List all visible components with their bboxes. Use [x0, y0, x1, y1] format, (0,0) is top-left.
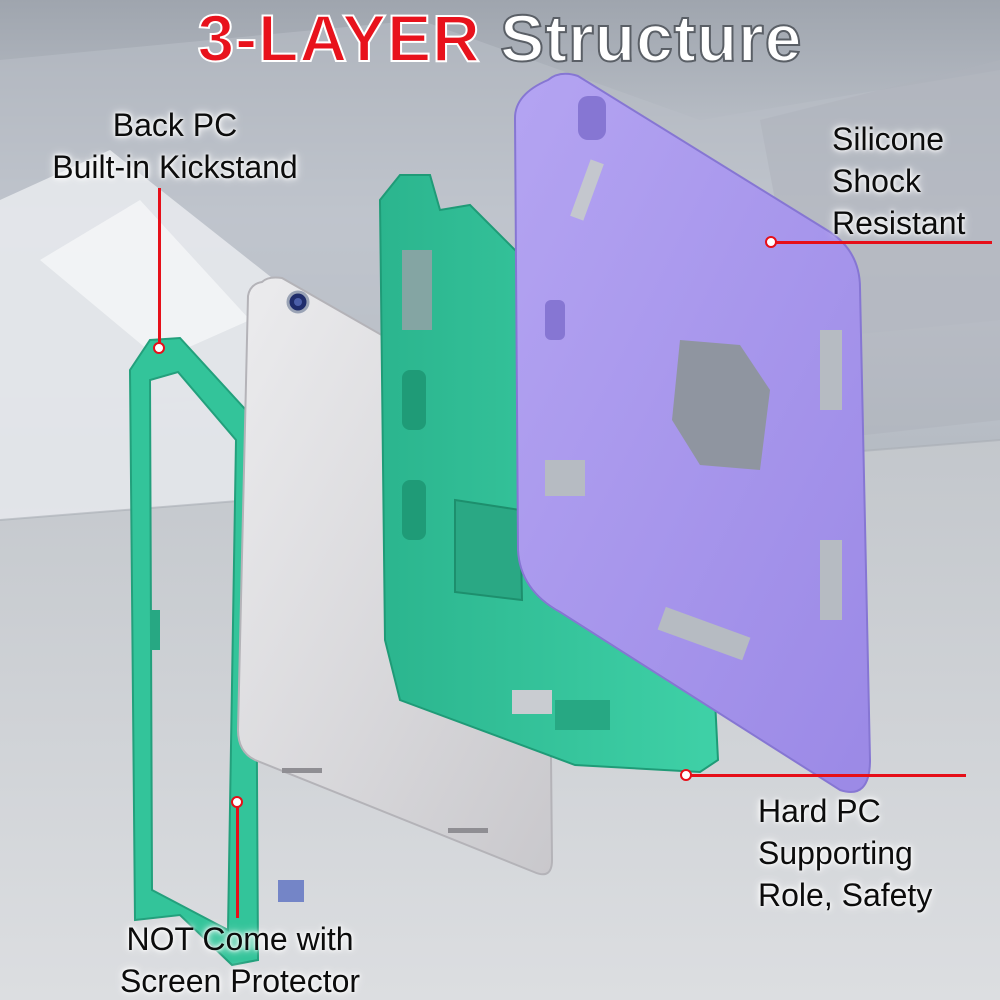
callout-line: Screen Protector	[119, 963, 361, 999]
callout-hard-pc: Hard PC Supporting Role, Safety	[758, 790, 998, 916]
page-title: 3-LAYER Structure	[0, 1, 1000, 75]
callout-line: NOT Come with	[126, 921, 354, 957]
callout-leader-line	[690, 774, 966, 777]
callout-line: Shock	[832, 163, 921, 199]
callout-dot	[153, 342, 165, 354]
callout-dot	[231, 796, 243, 808]
callout-line: Built-in Kickstand	[52, 149, 298, 185]
callout-leader-line	[776, 241, 992, 244]
green-frame-layer	[128, 336, 304, 967]
purple-silicone-layer	[513, 72, 872, 793]
callout-line: Silicone	[832, 121, 945, 157]
title-red-part: 3-LAYER	[196, 1, 481, 75]
callout-line: Back PC	[112, 107, 238, 143]
callout-dot	[765, 236, 777, 248]
callout-line: Hard PC	[758, 793, 881, 829]
callout-silicone: Silicone Shock Resistant	[832, 118, 1000, 244]
callout-line: Role, Safety	[758, 877, 933, 913]
callout-back-pc: Back PC Built-in Kickstand	[10, 104, 340, 188]
callout-no-screen-protector: NOT Come with Screen Protector	[60, 918, 420, 1000]
callout-line: Resistant	[832, 205, 966, 241]
callout-leader-line	[158, 188, 161, 346]
callout-dot	[680, 769, 692, 781]
callout-line: Supporting	[758, 835, 913, 871]
callout-leader-line	[236, 806, 239, 918]
title-white-part: Structure	[499, 1, 803, 75]
